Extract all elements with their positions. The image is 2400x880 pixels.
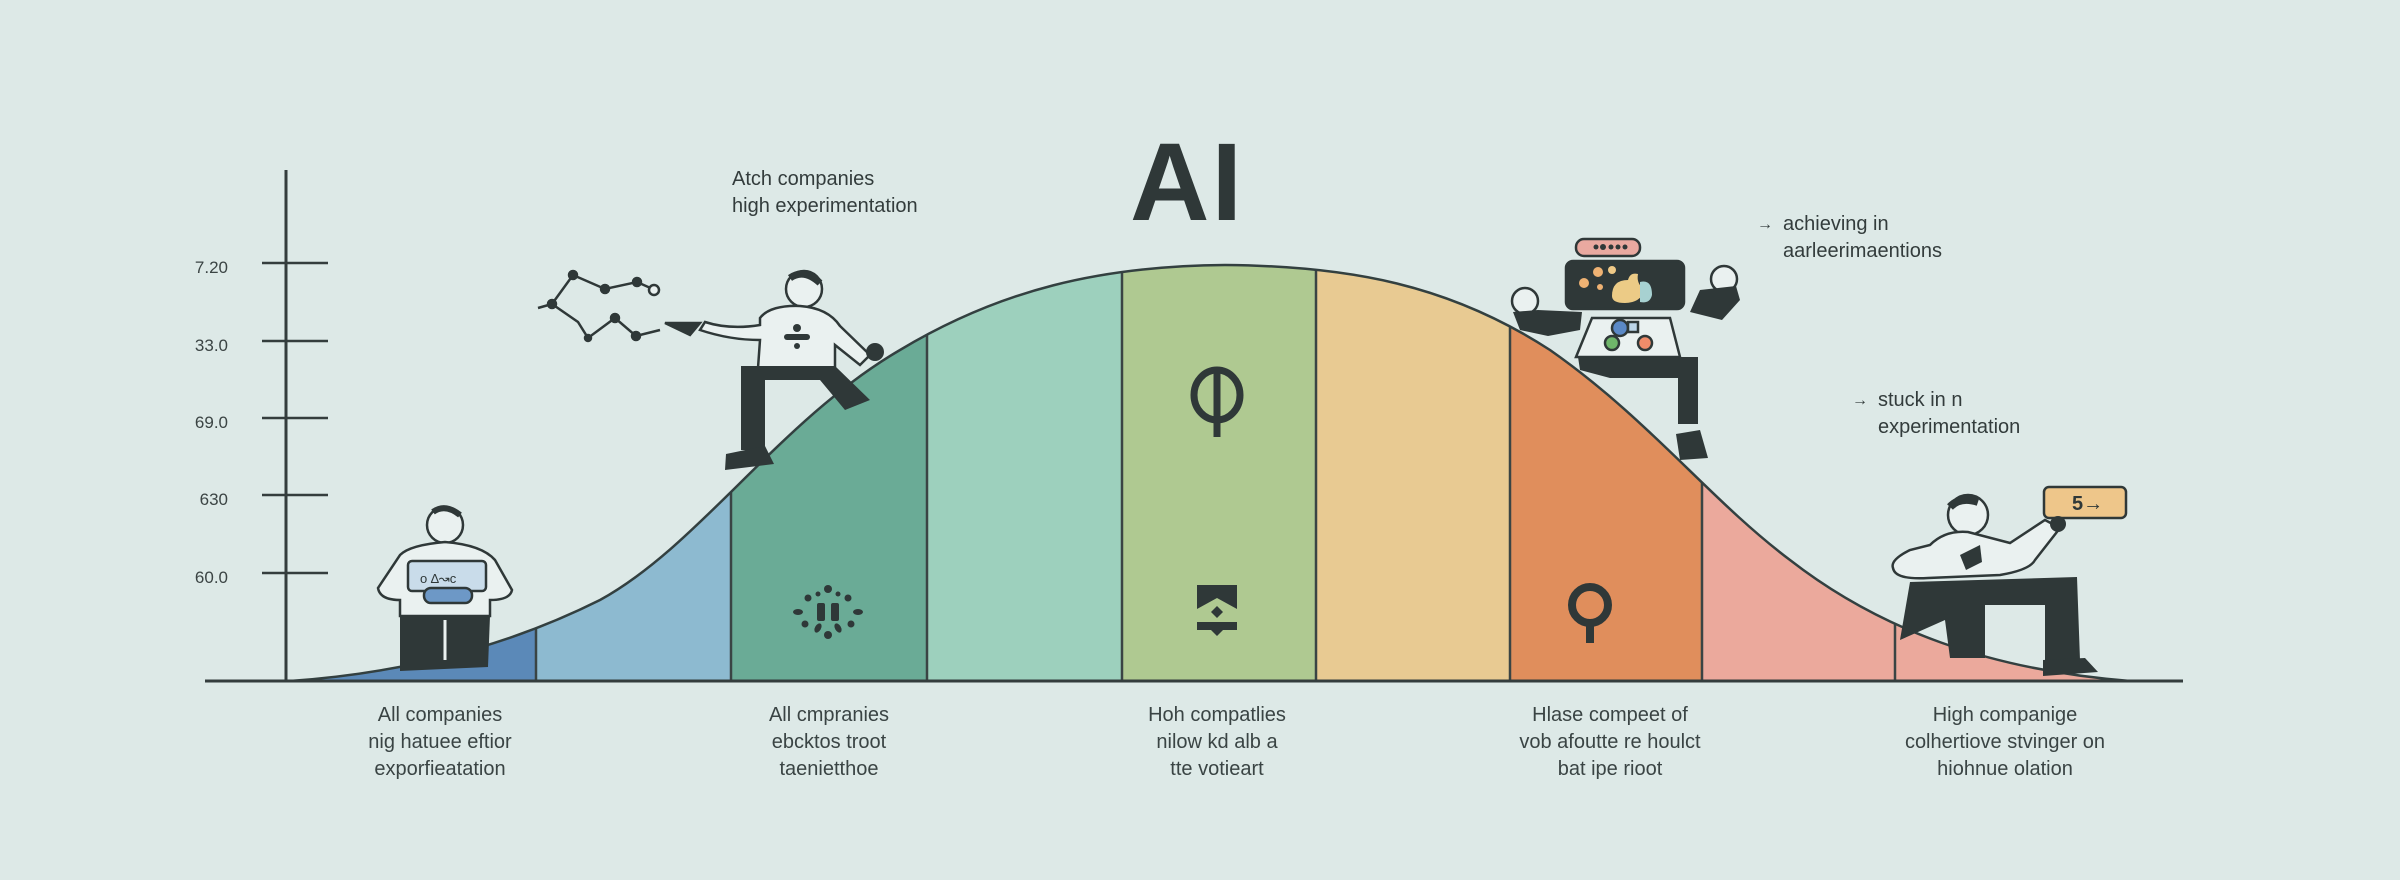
person-holding-sign-illustration: 5→ xyxy=(1891,485,2128,676)
robot-illustration xyxy=(1510,237,1740,460)
y-tick-label: 33.0 xyxy=(194,336,228,355)
y-tick-label: 69.0 xyxy=(194,413,228,432)
caption-4: Hlase compeet of vob afoutte re houlct b… xyxy=(1519,704,1701,780)
person-pointing-illustration xyxy=(664,269,884,470)
person-holding-tablet-illustration: o ∆↝c xyxy=(376,505,514,671)
y-axis-ticks xyxy=(262,261,328,575)
y-tick-label: 60.0 xyxy=(194,568,228,587)
sun-burst-icon xyxy=(793,585,863,639)
caption-2: All cmpranies ebcktos troot taenietthoe xyxy=(768,704,890,780)
diagram-title: AI xyxy=(1130,121,1244,244)
bell-curve-line xyxy=(289,263,2131,683)
arrow-right-icon: → xyxy=(1852,392,1868,409)
arrow-right-icon: → xyxy=(1757,216,1773,233)
annotation-top-right: → achieving in aarleerimaentions xyxy=(1757,213,1942,262)
robot-indicator-dots xyxy=(1593,244,1628,250)
phi-icon xyxy=(1190,366,1244,437)
robot-screen-display xyxy=(1579,266,1652,303)
network-graph-icon xyxy=(537,269,661,343)
funnel-arrow-icon xyxy=(1197,585,1237,636)
svg-text:o ∆↝c: o ∆↝c xyxy=(420,571,457,586)
caption-3: Hoh compatlies nilow kd alb a tte votiea… xyxy=(1148,704,1286,780)
caption-1: All companies nig hatuee eftior exporfie… xyxy=(368,704,512,780)
segment-2 xyxy=(536,265,731,681)
y-tick-label: 630 xyxy=(199,490,228,509)
annotation-top-left: Atch companies high experimentation xyxy=(732,168,918,217)
caption-5: High companige colhertiove stvinger on h… xyxy=(1904,704,2106,780)
score-badge xyxy=(2042,485,2128,520)
annotation-mid-right: → stuck in n experimentation xyxy=(1852,389,2021,438)
segment-4 xyxy=(927,265,1122,681)
segment-6 xyxy=(1316,265,1510,681)
location-pin-icon xyxy=(1568,583,1612,643)
badge-text: 5→ xyxy=(2072,493,2103,515)
y-tick-label: 7.20 xyxy=(194,258,228,277)
